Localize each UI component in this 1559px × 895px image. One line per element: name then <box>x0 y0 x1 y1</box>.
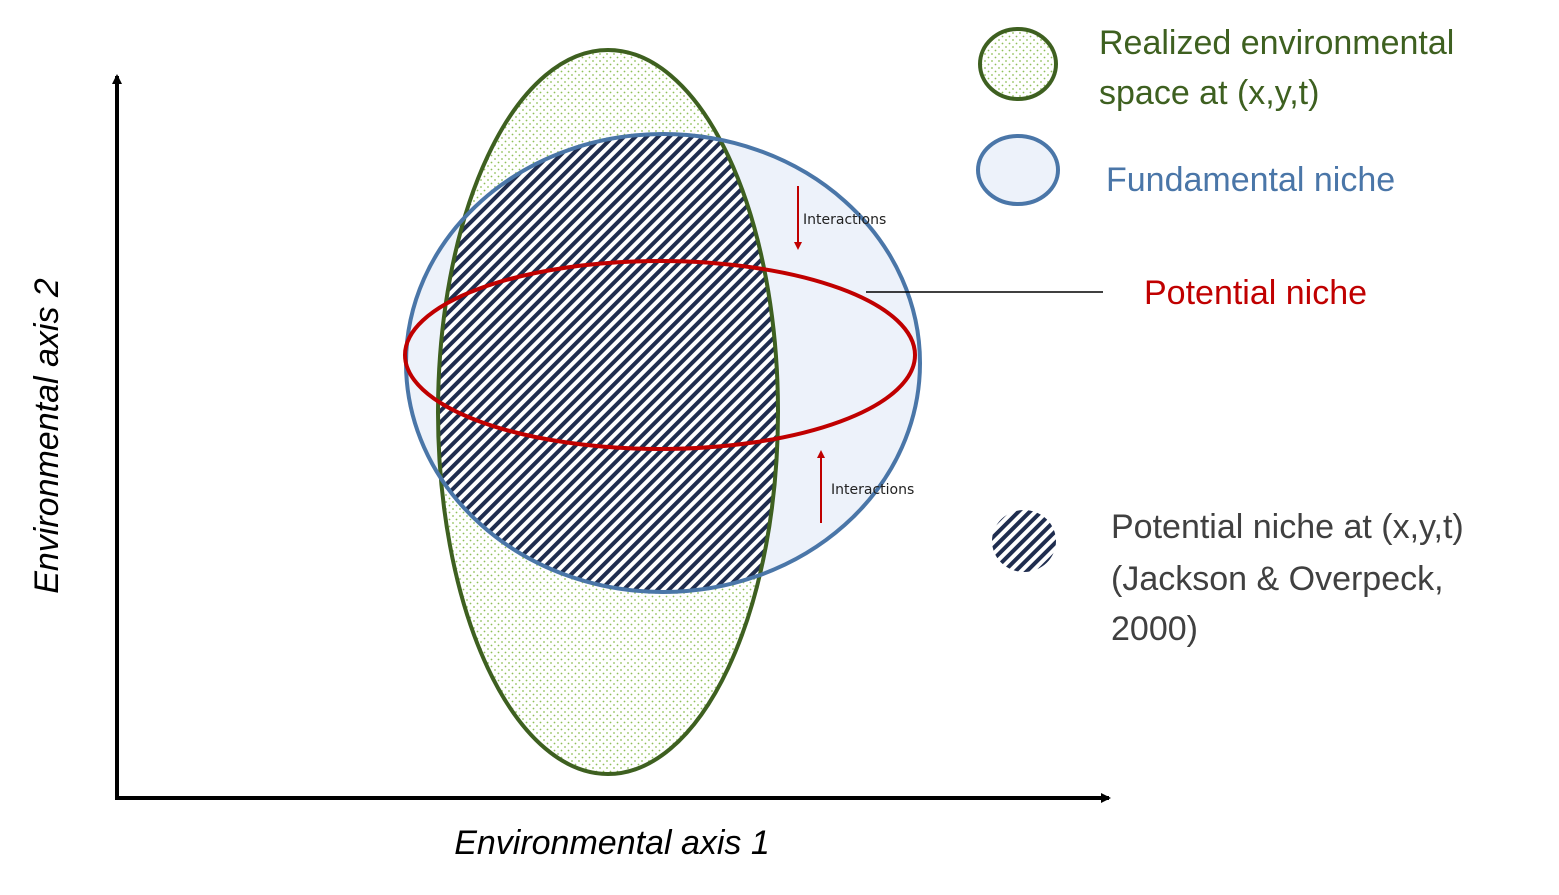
realized-outline <box>436 48 780 776</box>
potential-niche-xyt-region <box>438 134 778 592</box>
legend-potential-xyt-line3: 2000) <box>1111 610 1198 648</box>
x-axis-label: Environmental axis 1 <box>454 824 770 862</box>
legend-realized-line2: space at (x,y,t) <box>1099 74 1319 112</box>
legend-potential-xyt-swatch <box>992 510 1056 572</box>
legend-fundamental-swatch <box>976 134 1060 206</box>
interactions-label-bottom: Interactions <box>831 482 914 498</box>
y-axis-label: Environmental axis 2 <box>28 278 66 594</box>
legend-potential-xyt-line2: (Jackson & Overpeck, <box>1111 560 1444 598</box>
legend-fundamental-label: Fundamental niche <box>1106 161 1395 199</box>
interactions-label-top: Interactions <box>803 212 886 228</box>
potential-niche-ellipse <box>403 259 917 451</box>
legend-realized-swatch <box>978 27 1058 101</box>
legend-realized-line1: Realized environmental <box>1099 24 1454 62</box>
legend-potential-xyt-line1: Potential niche at (x,y,t) <box>1111 508 1464 546</box>
potential-niche-label: Potential niche <box>1144 274 1367 312</box>
